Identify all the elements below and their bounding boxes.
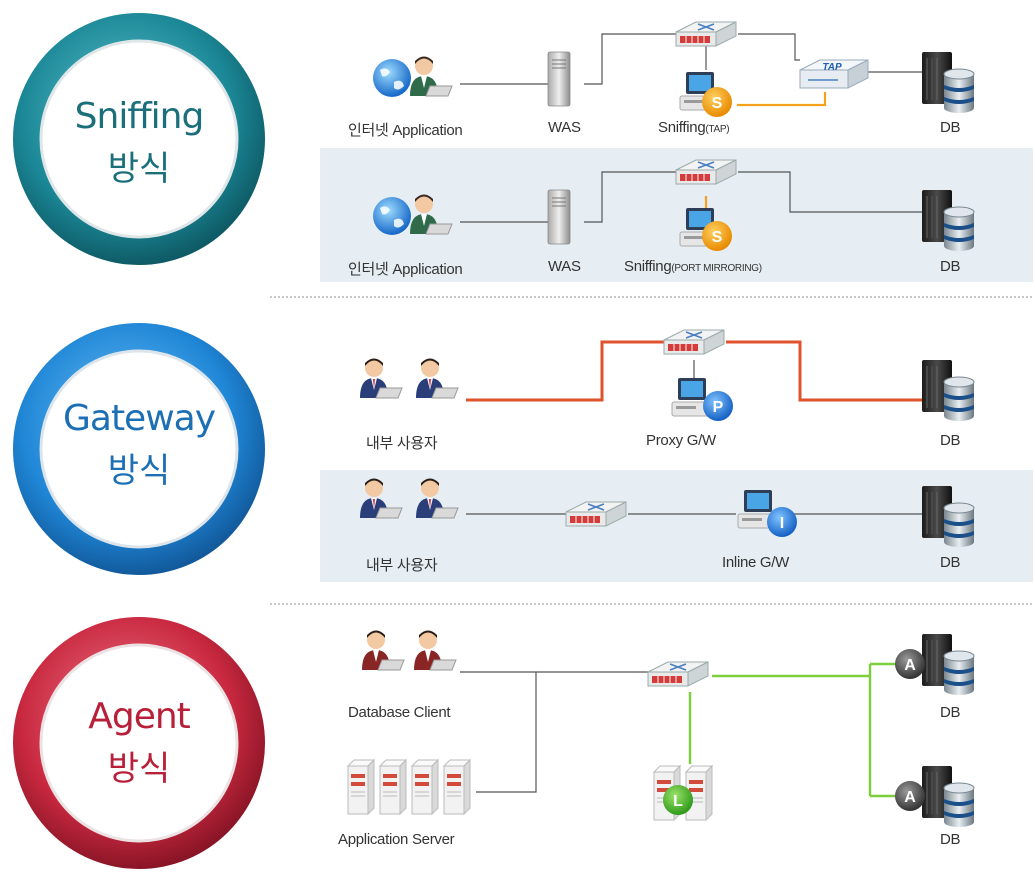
section-divider-2 [270,603,1032,605]
internal-user-icon [415,478,459,519]
gateway-title: Gateway [62,398,216,439]
sniffing-ring: Sniffing 방식 [8,8,270,270]
mirror-was-label: WAS [548,258,581,275]
sniffing-title: Sniffing [74,96,205,137]
agent-badge-icon [895,649,925,679]
switch-icon [565,501,627,527]
tap-sniffer-label: Sniffing(TAP) [658,119,730,136]
db-icon [921,359,975,422]
db-icon [921,189,975,252]
db-icon [921,633,975,696]
switch-icon [675,159,737,185]
agent-db2-label: DB [940,831,961,848]
proxy-badge-letter: P [713,399,724,416]
switch-icon [647,661,709,687]
tap-sniffer-note: (TAP) [705,124,730,135]
application-server-icon [411,759,439,815]
agent-ring: Agent 방식 [8,612,270,874]
agent-subtitle: 방식 [107,749,171,789]
mirror-sniffer-label: Sniffing(PORT MIRRORING) [624,258,762,275]
tap-was-label: WAS [548,119,581,136]
tap-text: TAP [822,62,842,73]
switch-icon [675,21,737,47]
mirror-sniffer-note: (PORT MIRRORING) [671,263,762,274]
proxy-db-label: DB [940,432,961,449]
db-icon [921,765,975,828]
proxy-gateway-label: Proxy G/W [646,432,716,449]
sniffing-badge-letter: S [712,229,723,246]
log-badge-letter: L [673,793,683,810]
agent-badge-icon [895,781,925,811]
tap-client-label: 인터넷 Application [348,122,463,139]
agent-badge-letter: A [904,657,916,674]
inline-badge-letter: I [780,515,784,532]
gateway-subtitle: 방식 [107,451,171,491]
sniffing-tap-links [460,33,922,85]
application-server-icon [347,759,375,815]
inline-db-label: DB [940,554,961,571]
mirror-client-label: 인터넷 Application [348,261,463,278]
inline-gateway-label: Inline G/W [722,554,790,571]
agent-client-links [460,671,648,793]
log-badge-icon [663,785,693,815]
agent-server-label: Application Server [338,831,455,848]
internet-globe-icon [373,197,411,235]
mirror-db-label: DB [940,258,961,275]
was-server-icon [547,189,571,245]
agent-badge-letter: A [904,789,916,806]
internal-user-icon [415,358,459,399]
mirror-sniffer-name: Sniffing [624,258,672,275]
application-user-icon [409,56,453,97]
inline-badge-icon [767,507,797,537]
sniffing-subtitle: 방식 [107,149,171,189]
agent-green-links [688,662,896,798]
application-server-icon [443,759,471,815]
proxy-gateway-links [466,340,922,402]
database-client-icon [413,630,457,671]
gateway-ring: Gateway 방식 [8,318,270,580]
database-client-icon [361,630,405,671]
application-server-icon [379,759,407,815]
tap-db-label: DB [940,119,961,136]
inline-users-label: 내부 사용자 [366,557,438,574]
agent-db1-label: DB [940,704,961,721]
agent-title: Agent [88,696,191,737]
internet-globe-icon [373,59,411,97]
switch-icon [663,329,725,355]
tap-device-icon: TAP [799,59,869,89]
internal-user-icon [359,358,403,399]
sniffing-badge-icon [702,87,732,117]
proxy-users-label: 내부 사용자 [366,435,438,452]
was-server-icon [547,51,571,107]
tap-mirror-link [737,92,827,107]
application-user-icon [409,194,453,235]
agent-client-label: Database Client [348,704,451,721]
section-divider-1 [270,296,1032,298]
internal-user-icon [359,478,403,519]
sniffing-mirror-links [460,171,922,223]
sniffing-badge-icon [702,221,732,251]
db-icon [921,485,975,548]
db-icon [921,51,975,114]
proxy-badge-icon [703,391,733,421]
sniffing-badge-letter: S [712,95,723,112]
tap-sniffer-name: Sniffing [658,119,706,136]
